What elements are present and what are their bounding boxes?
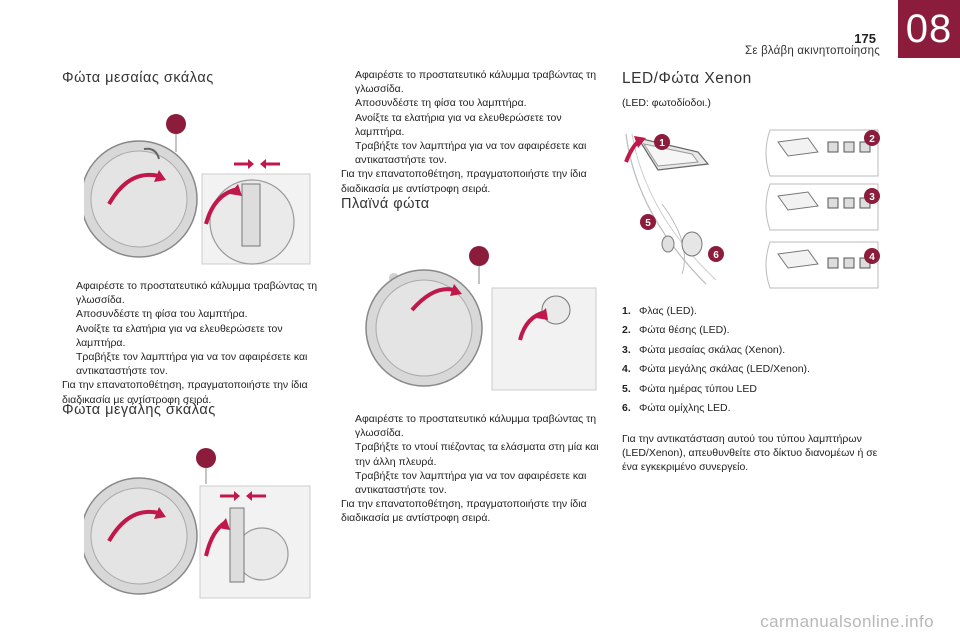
callout-5: 5 — [645, 218, 651, 229]
xenon-note: Για την αντικατάσταση αυτού του τύπου λα… — [622, 433, 878, 474]
step-item: Τραβήξτε τον λαμπτήρα για να τον αφαιρέσ… — [76, 351, 308, 378]
callout-3: 3 — [869, 192, 875, 203]
medium-beam-note: Για την επανατοποθέτηση, πραγματοποιήστε… — [62, 379, 308, 406]
high-beam-title: Φώτα μεγάλης σκάλας — [62, 402, 216, 418]
step-item: Τραβήξτε το ντουί πιέζοντας τα ελάσματα … — [355, 441, 599, 468]
side-lights-title: Πλαϊνά φώτα — [341, 196, 430, 212]
xenon-subtitle: (LED: φωτοδίοδοι.) — [622, 97, 711, 109]
step-item: Ανοίξτε τα ελατήρια για να ελευθερώσετε … — [76, 322, 283, 349]
high-beam-illustration — [84, 448, 311, 599]
medium-beam-title: Φώτα μεσαίας σκάλας — [62, 70, 214, 86]
high-beam-steps: Αφαιρέστε το προστατευτικό κάλυμμα τραβώ… — [341, 68, 609, 196]
legend-item: 4.Φώτα μεγάλης σκάλας (LED/Xenon). — [622, 363, 810, 376]
callout-6: 6 — [713, 250, 719, 261]
chapter-tab: 08 — [898, 0, 960, 58]
step-item: Τραβήξτε τον λαμπτήρα για να τον αφαιρέσ… — [355, 140, 587, 167]
callout-2: 2 — [869, 134, 875, 145]
xenon-illustration: 1 2 3 4 5 6 — [624, 129, 880, 289]
step-item: Ανοίξτε τα ελατήρια για να ελευθερώσετε … — [355, 111, 562, 138]
high-beam-note: Για την επανατοποθέτηση, πραγματοποιήστε… — [341, 168, 587, 195]
side-lights-steps: Αφαιρέστε το προστατευτικό κάλυμμα τραβώ… — [341, 412, 609, 526]
step-item: Αποσυνδέστε τη φίσα του λαμπτήρα. — [76, 308, 248, 321]
legend-item: 1.Φλας (LED). — [622, 305, 697, 317]
legend-item: 2.Φώτα θέσης (LED). — [622, 324, 730, 337]
xenon-legend: 1.Φλας (LED). 2.Φώτα θέσης (LED). 3.Φώτα… — [622, 305, 810, 421]
callout-1: 1 — [659, 138, 665, 149]
xenon-title: LED/Φώτα Xenon — [622, 70, 752, 87]
step-item: Τραβήξτε τον λαμπτήρα για να τον αφαιρέσ… — [355, 469, 587, 497]
page-number: 175 — [854, 31, 876, 46]
side-lights-note: Για την επανατοποθέτηση, πραγματοποιήστε… — [341, 498, 587, 525]
step-item: Αφαιρέστε το προστατευτικό κάλυμμα τραβώ… — [355, 413, 597, 440]
medium-beam-illustration — [84, 114, 311, 265]
medium-beam-steps: Αφαιρέστε το προστατευτικό κάλυμμα τραβώ… — [62, 279, 330, 407]
step-item: Αφαιρέστε το προστατευτικό κάλυμμα τραβώ… — [355, 69, 597, 96]
callout-4: 4 — [869, 252, 875, 263]
chapter-title: Σε βλάβη ακινητοποίησης — [745, 45, 880, 57]
legend-item: 5.Φώτα ημέρας τύπου LED — [622, 382, 757, 395]
step-item: Αφαιρέστε το προστατευτικό κάλυμμα τραβώ… — [76, 280, 318, 307]
side-lights-illustration — [365, 246, 597, 391]
watermark: carmanualsonline.info — [760, 612, 934, 631]
step-item: Αποσυνδέστε τη φίσα του λαμπτήρα. — [355, 97, 527, 110]
legend-item: 3.Φώτα μεσαίας σκάλας (Xenon). — [622, 343, 786, 356]
legend-item: 6.Φώτα ομίχλης LED. — [622, 401, 731, 414]
